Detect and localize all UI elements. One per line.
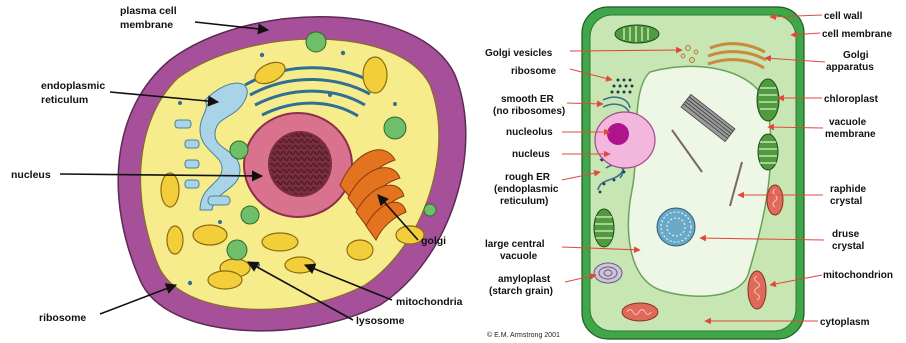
plant-label-amyloplast: amyloplast (starch grain) [489,274,553,297]
animal-label-plasma-membrane: plasma cell membrane [120,5,180,31]
animal-cell: plasma cell membrane endoplasmic reticul… [11,5,466,331]
plant-label-druse-crystal: druse crystal [832,229,864,252]
plant-label-golgi-apparatus: Golgi apparatus [826,50,874,73]
animal-label-er: endoplasmic reticulum [41,80,108,106]
animal-nucleus [244,113,352,217]
plant-label-golgi-vesicles: Golgi vesicles [485,48,553,59]
plant-credit: © E.M. Armstrong 2001 [487,331,560,339]
plant-chloroplast [594,209,614,247]
animal-label-ribosome: ribosome [39,312,86,324]
plant-label-smooth-er: smooth ER (no ribosomes) [493,94,565,117]
plant-label-vacuole-membrane: vacuole membrane [825,117,876,140]
plant-nucleus [595,112,655,168]
plant-nucleolus [607,123,629,145]
plant-chloroplast [757,79,779,121]
plant-label-cell-membrane: cell membrane [822,29,892,40]
plant-amyloplast [594,263,622,283]
plant-label-chloroplast: chloroplast [824,94,879,105]
plant-label-nucleus: nucleus [512,149,550,160]
plant-chloroplast [758,134,778,170]
plant-druse-crystal [657,208,695,246]
animal-label-nucleus: nucleus [11,169,51,181]
plant-chloroplast [615,25,659,43]
animal-label-golgi: golgi [421,235,446,247]
plant-label-mitochondrion: mitochondrion [823,270,893,281]
plant-label-nucleolus: nucleolus [506,127,553,138]
plant-cell: Golgi vesicles ribosome smooth ER (no ri… [485,7,893,339]
plant-label-raphide-crystal: raphide crystal [830,184,869,207]
plant-label-cell-wall: cell wall [824,11,863,22]
animal-label-mitochondria: mitochondria [396,296,463,308]
plant-label-rough-er: rough ER (endoplasmic reticulum) [494,172,561,207]
plant-label-cytoplasm: cytoplasm [820,317,870,328]
animal-label-lysosome: lysosome [356,315,405,327]
plant-label-central-vacuole: large central vacuole [485,239,547,262]
plant-label-ribosome: ribosome [511,66,556,77]
